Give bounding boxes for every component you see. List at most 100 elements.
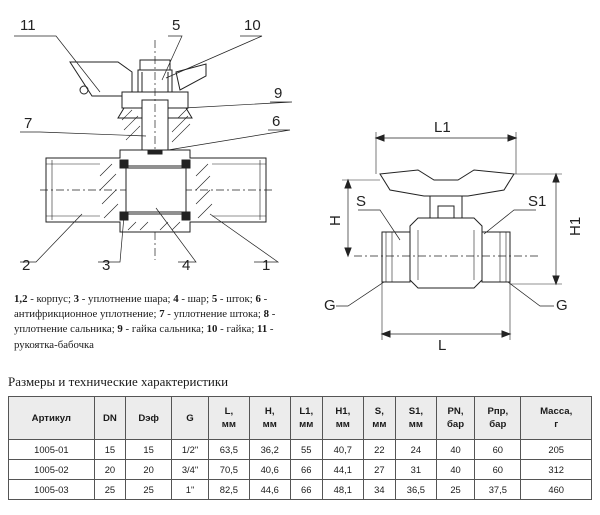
dim-L1: L1 bbox=[434, 119, 451, 136]
table-cell: 40 bbox=[435, 459, 476, 480]
table-header-cell: Масса,г bbox=[520, 396, 592, 440]
table-cell: 25 bbox=[435, 479, 476, 500]
legend-number: 7 bbox=[159, 308, 165, 321]
table-header-cell: PN,бар bbox=[435, 396, 476, 440]
legend-text: - гайка сальника; bbox=[122, 323, 207, 336]
legend-number: 6 bbox=[255, 293, 261, 305]
table-cell: 44,6 bbox=[248, 479, 291, 500]
callout-3: 3 bbox=[102, 257, 110, 274]
table-cell: 31 bbox=[394, 459, 437, 480]
table-cell: 82,5 bbox=[207, 479, 250, 500]
parts-legend: 1,2 - корпус; 3 - уплотнение шара; 4 - ш… bbox=[14, 292, 304, 353]
table-cell: 24 bbox=[394, 439, 437, 460]
table-header-cell: L1,мм bbox=[289, 396, 323, 440]
table-cell: 20 bbox=[93, 459, 127, 480]
table-header-cell: DN bbox=[93, 396, 127, 440]
dim-S1: S1 bbox=[528, 193, 546, 210]
callout-7: 7 bbox=[24, 115, 32, 132]
table-header-cell: L,мм bbox=[207, 396, 250, 440]
dim-L: L bbox=[438, 337, 446, 354]
dim-H1: H1 bbox=[567, 217, 584, 236]
table-cell: 15 bbox=[125, 439, 173, 460]
table-cell: 15 bbox=[93, 439, 127, 460]
cross-section-drawing: 11 5 10 9 7 6 2 3 4 1 bbox=[14, 17, 293, 274]
legend-text: - уплотнение штока; bbox=[164, 308, 264, 321]
table-cell: 36,5 bbox=[394, 479, 437, 500]
table-header-cell: Dэф bbox=[125, 396, 173, 440]
legend-number: 3 bbox=[73, 293, 80, 305]
callout-9: 9 bbox=[274, 85, 282, 102]
dim-S: S bbox=[356, 193, 366, 210]
callout-11: 11 bbox=[20, 17, 36, 34]
table-cell: 1005-03 bbox=[8, 479, 95, 500]
table-cell: 22 bbox=[362, 439, 396, 460]
table-cell: 63,5 bbox=[207, 439, 250, 460]
legend-text: - уплотнение сальника; bbox=[14, 308, 276, 336]
legend-number: 5 bbox=[211, 293, 218, 305]
table-header-cell: S,мм bbox=[362, 396, 396, 440]
legend-text: - уплотнение шара; bbox=[79, 293, 174, 305]
table-header-cell: G bbox=[171, 396, 209, 440]
legend-number: 1,2 bbox=[14, 293, 28, 305]
table-cell: 25 bbox=[125, 479, 173, 500]
table-cell: 70,5 bbox=[207, 459, 250, 480]
table-cell: 60 bbox=[474, 439, 522, 460]
legend-text: - гайка; bbox=[217, 323, 258, 336]
legend-text: - шток; bbox=[217, 293, 256, 305]
table-cell: 25 bbox=[93, 479, 127, 500]
callout-2: 2 bbox=[22, 257, 30, 274]
legend-text: - антифрикционное уплотнение; bbox=[14, 293, 268, 321]
dim-G-right: G bbox=[556, 297, 568, 314]
table-header-cell: Pпр,бар bbox=[474, 396, 522, 440]
callout-5: 5 bbox=[172, 17, 180, 34]
table-cell: 40,7 bbox=[321, 439, 364, 460]
callout-1: 1 bbox=[262, 257, 270, 274]
callout-10: 10 bbox=[244, 17, 261, 34]
legend-number: 11 bbox=[257, 323, 268, 336]
table-cell: 20 bbox=[125, 459, 173, 480]
handle-shape bbox=[69, 61, 133, 97]
table-cell: 48,1 bbox=[321, 479, 364, 500]
legend-number: 8 bbox=[263, 308, 270, 321]
legend-text: - корпус; bbox=[27, 293, 74, 305]
table-cell: 66 bbox=[289, 479, 323, 500]
table-cell: 312 bbox=[520, 459, 592, 480]
legend-number: 9 bbox=[117, 323, 123, 336]
table-title: Размеры и технические характеристики bbox=[8, 374, 229, 389]
table-header-cell: S1,мм bbox=[394, 396, 437, 440]
table-cell: 66 bbox=[289, 459, 323, 480]
table-cell: 1005-02 bbox=[8, 459, 95, 480]
table-cell: 36,2 bbox=[248, 439, 291, 460]
table-cell: 44,1 bbox=[321, 459, 364, 480]
table-cell: 40,6 bbox=[248, 459, 291, 480]
table-header-cell: H,мм bbox=[248, 396, 291, 440]
table-cell: 37,5 bbox=[474, 479, 522, 500]
table-cell: 60 bbox=[474, 459, 522, 480]
table-cell: 460 bbox=[520, 479, 592, 500]
table-cell: 205 bbox=[520, 439, 592, 460]
table-cell: 27 bbox=[362, 459, 396, 480]
table-cell: 1/2" bbox=[171, 439, 209, 460]
table-cell: 34 bbox=[362, 479, 396, 500]
table-cell: 55 bbox=[289, 439, 323, 460]
dim-G-left: G bbox=[324, 297, 336, 314]
table-cell: 40 bbox=[435, 439, 476, 460]
legend-number: 10 bbox=[206, 323, 218, 336]
legend-text: - шар; bbox=[178, 293, 212, 305]
dim-H: H bbox=[327, 215, 344, 226]
table-header-cell: Артикул bbox=[8, 396, 95, 440]
table-header-cell: H1,мм bbox=[321, 396, 364, 440]
table-cell: 3/4" bbox=[171, 459, 209, 480]
callout-4: 4 bbox=[182, 257, 190, 274]
callout-6: 6 bbox=[272, 113, 280, 130]
legend-number: 4 bbox=[173, 293, 179, 305]
legend-text: - рукоятка-бабочка bbox=[14, 323, 274, 351]
table-cell: 1" bbox=[171, 479, 209, 500]
table-cell: 1005-01 bbox=[8, 439, 95, 460]
